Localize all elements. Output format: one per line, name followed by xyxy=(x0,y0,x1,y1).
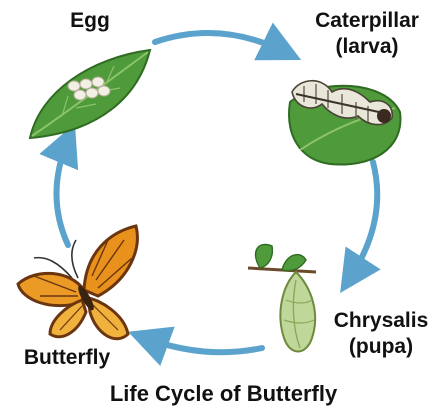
chrysalis-image xyxy=(248,244,316,351)
caterpillar-label: Caterpillar (larva) xyxy=(292,8,442,60)
caterpillar-label-line2: (larva) xyxy=(292,34,442,60)
arrow-chrysalis-to-butterfly xyxy=(145,338,262,352)
arrow-caterpillar-to-chrysalis xyxy=(350,162,377,278)
chrysalis-label-line2: (pupa) xyxy=(318,334,444,360)
arrow-egg-to-caterpillar xyxy=(155,33,285,52)
diagram-title: Life Cycle of Butterfly xyxy=(0,381,447,407)
arrow-butterfly-to-egg xyxy=(57,140,69,245)
caterpillar-image xyxy=(289,81,400,165)
chrysalis-label-line1: Chrysalis xyxy=(318,308,444,334)
caterpillar-label-line1: Caterpillar xyxy=(292,8,442,34)
egg-label: Egg xyxy=(55,8,125,34)
chrysalis-label: Chrysalis (pupa) xyxy=(318,308,444,360)
butterfly-label: Butterfly xyxy=(8,345,126,371)
egg-leaf-image xyxy=(30,50,150,138)
butterfly-image xyxy=(18,226,137,339)
